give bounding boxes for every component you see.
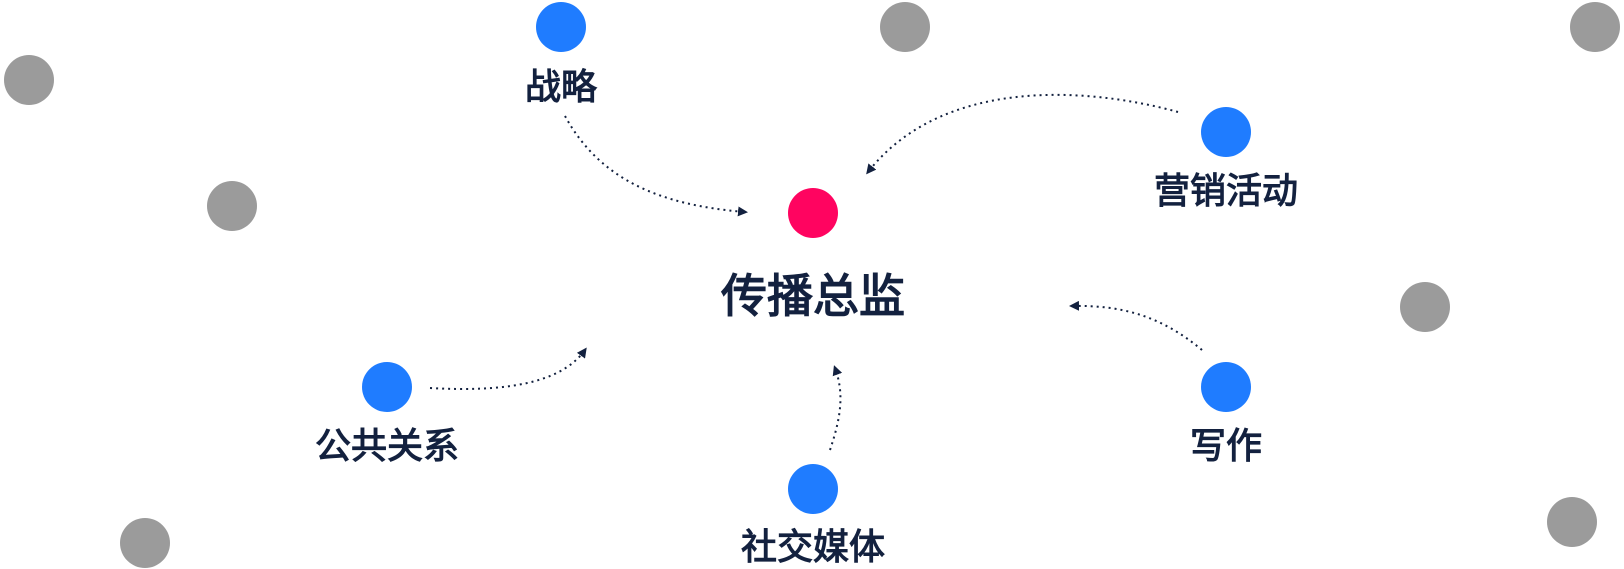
arrow-social-to-center	[829, 365, 843, 451]
decor-node	[4, 55, 54, 105]
skill-node-pr	[362, 362, 412, 412]
arrow-writing-to-center	[1069, 300, 1203, 351]
arrow-pr-to-center	[429, 347, 587, 390]
skill-node-strategy	[536, 2, 586, 52]
skill-label-writing: 写作	[1189, 426, 1263, 467]
decor-node	[207, 181, 257, 231]
decor-node	[1570, 2, 1620, 52]
center-node	[788, 188, 838, 238]
skill-node-writing	[1201, 362, 1251, 412]
decor-node	[120, 518, 170, 568]
skill-node-marketing	[1201, 107, 1251, 157]
skill-node-social	[788, 464, 838, 514]
decor-node	[1547, 497, 1597, 547]
arrow-marketing-to-center	[866, 93, 1179, 175]
skill-label-social: 社交媒体	[740, 527, 886, 568]
center-label: 传播总监	[721, 269, 905, 323]
decor-node	[1400, 282, 1450, 332]
decor-node	[880, 2, 930, 52]
arrow-strategy-to-center	[564, 115, 748, 217]
skill-label-pr: 公共关系	[314, 426, 460, 467]
skill-label-strategy: 战略	[524, 67, 598, 108]
skill-label-marketing: 营销活动	[1153, 171, 1299, 212]
